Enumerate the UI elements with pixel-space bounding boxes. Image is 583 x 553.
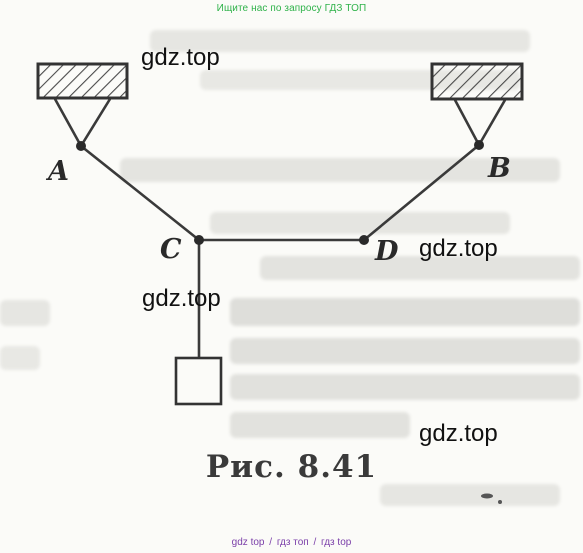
left-bracket	[53, 98, 112, 148]
knot-points	[76, 140, 484, 245]
background-bleed-text	[0, 30, 580, 506]
right-bracket	[453, 99, 507, 147]
point-label-b: B	[488, 153, 511, 184]
rope-db	[362, 143, 481, 242]
scan-specks	[481, 493, 502, 504]
point-b-dot	[474, 140, 484, 150]
watermark-gdz-top-2: gdz.top	[419, 235, 498, 262]
point-c-dot	[194, 235, 204, 245]
rope-system	[79, 143, 481, 360]
bottom-link-bar: gdz top / гдз топ / гдз top	[0, 537, 583, 548]
rope-ac	[79, 144, 201, 242]
footer-link-1[interactable]: gdz top	[231, 537, 265, 548]
footer-link-2[interactable]: гдз топ	[276, 537, 309, 548]
top-search-banner[interactable]: Ищите нас по запросу ГДЗ ТОП	[216, 3, 367, 14]
point-label-d: D	[375, 236, 399, 267]
footer-separator: /	[269, 537, 273, 548]
point-a-dot	[76, 141, 86, 151]
watermark-gdz-top-1: gdz.top	[141, 44, 220, 71]
watermark-gdz-top-3: gdz.top	[142, 285, 221, 312]
watermark-gdz-top-4: gdz.top	[419, 420, 498, 447]
point-label-a: A	[48, 156, 69, 187]
point-d-dot	[359, 235, 369, 245]
left-ceiling-support	[36, 62, 129, 100]
hanging-load-box	[174, 356, 223, 406]
footer-link-3[interactable]: гдз top	[321, 537, 352, 548]
figure-caption: Рис. 8.41	[205, 449, 378, 485]
footer-separator: /	[313, 537, 317, 548]
point-label-c: C	[160, 234, 182, 265]
right-ceiling-support	[430, 62, 524, 101]
